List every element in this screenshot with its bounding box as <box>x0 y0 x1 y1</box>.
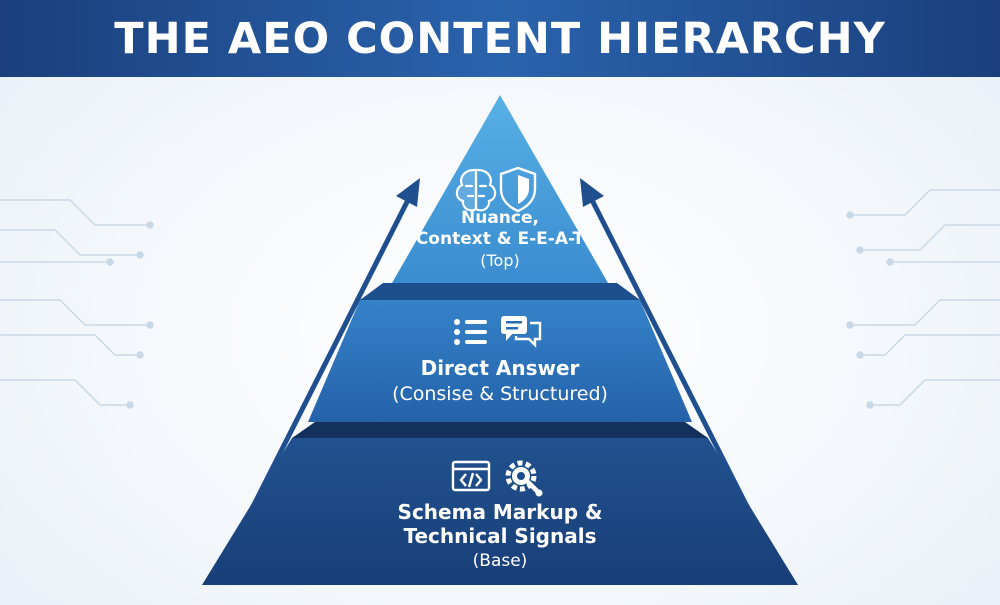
tier-middle-label: Direct Answer (Consise & Structured) <box>330 355 670 407</box>
list-icon <box>454 319 487 345</box>
code-window-icon <box>451 460 491 492</box>
circuit-decoration-left <box>0 199 154 409</box>
tier-base-title-line1: Schema Markup & <box>397 500 603 524</box>
tier-middle-subtitle: (Consise & Structured) <box>392 383 608 405</box>
brain-icon <box>455 168 497 212</box>
shield-icon <box>499 166 537 213</box>
tier-base <box>202 422 798 585</box>
tier-base-subtitle: (Base) <box>472 551 528 571</box>
title-banner: THE AEO CONTENT HIERARCHY <box>0 0 1000 77</box>
gear-wrench-icon <box>505 460 543 497</box>
tier-middle <box>308 283 692 422</box>
tier-top-title-line1: Nuance, <box>461 208 539 228</box>
tier-base-title-line2: Technical Signals <box>403 524 597 548</box>
tier-middle-title: Direct Answer <box>420 356 580 380</box>
tier-base-label: Schema Markup & Technical Signals (Base) <box>330 500 670 574</box>
tier-top-label: Nuance, Context & E-E-A-T (Top) <box>385 208 615 272</box>
chat-bubbles-icon <box>501 316 542 348</box>
page-title: THE AEO CONTENT HIERARCHY <box>114 13 886 64</box>
circuit-decoration-right <box>846 189 1000 409</box>
tier-top-title-line2: Context & E-E-A-T <box>415 229 585 249</box>
tier-top-subtitle: (Top) <box>480 251 520 270</box>
